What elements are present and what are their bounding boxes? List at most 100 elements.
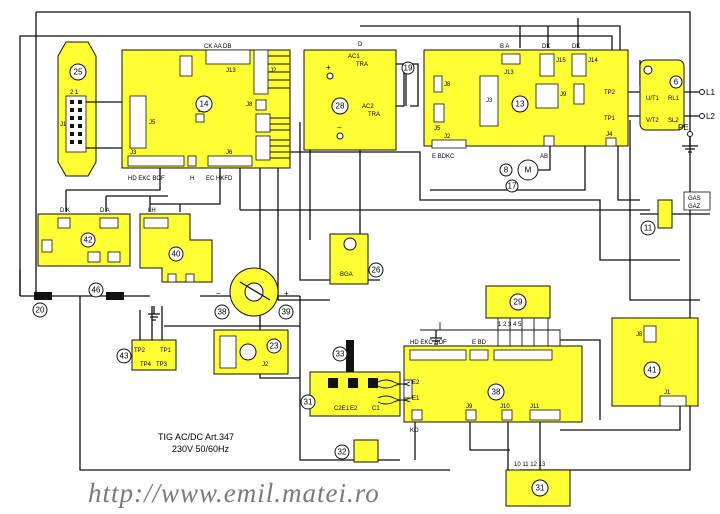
component-40: HD EKC BOF E BD 1 2 3 4 5 E2 E1 KO J9 J1…	[403, 322, 583, 434]
component-23: 23 J2	[213, 329, 289, 375]
model-voltage: 230V 50/60Hz	[172, 444, 230, 454]
label-42: 42	[84, 236, 93, 245]
connector-13-j3	[479, 75, 499, 127]
pin-row-29: 10 11 12 13	[514, 462, 546, 468]
connector-label-13-j15: J15	[556, 58, 566, 64]
twisted-pair-e2b	[377, 383, 411, 389]
pin-row-42-da: D A	[100, 208, 110, 214]
terminal-tp1-13: TP1	[604, 116, 616, 122]
label-23: 23	[270, 342, 279, 351]
connector-42-j4	[57, 217, 71, 229]
tp1-43: TP1	[160, 348, 172, 354]
connector-13-j2	[431, 139, 467, 149]
pin-row-40-ko: KO	[410, 428, 419, 434]
socket-inner-icon	[244, 282, 264, 302]
component-41: J8 J1 41	[611, 317, 699, 407]
connector-13-j9	[535, 83, 559, 109]
motor-label: M	[525, 166, 532, 175]
wire-14-42	[66, 168, 161, 191]
connector-40-j7	[469, 349, 489, 361]
pin-e2-40: E2	[412, 380, 420, 386]
inductor-46-icon	[106, 292, 124, 300]
connector-40-j3	[409, 349, 467, 361]
label-pe: PE	[678, 123, 689, 132]
pin-row-40-j2: 1 2 3 4 5	[498, 322, 522, 328]
connector-13-j13	[501, 53, 521, 65]
pin-row-14-j6: EC HKFD	[206, 176, 233, 182]
connector-41-j8	[643, 325, 657, 343]
label-43: 43	[120, 352, 129, 361]
label-circle-32	[334, 444, 350, 460]
label-circle-6	[669, 75, 683, 89]
wire-mid-right	[290, 151, 680, 261]
socket-plus: +	[284, 289, 289, 298]
label-11: 11	[644, 224, 653, 233]
label-circle-29	[531, 479, 549, 497]
label-26: 29	[514, 298, 523, 307]
label-circle-23	[266, 338, 282, 354]
connector-23-j1	[219, 335, 237, 369]
label-circle-22	[69, 63, 87, 81]
pin-label-22: 2 1	[70, 90, 79, 96]
igbt-31-term3	[368, 378, 378, 388]
connector-14-j5	[129, 95, 147, 149]
connector-40-j6	[403, 379, 413, 399]
connector-13-j1	[543, 135, 555, 147]
connector-39-j3	[167, 273, 177, 283]
label-40: 38	[492, 388, 501, 397]
pin-row-14-j13: CK AA DB	[204, 44, 231, 50]
terminal-u-t1: U/T1	[646, 96, 660, 102]
gas-label-box	[683, 191, 711, 211]
label-circle-31	[300, 394, 316, 410]
connector-40-j2	[493, 349, 553, 361]
connector-42-j5	[99, 217, 119, 229]
label-l2: L2	[706, 112, 715, 121]
connector-42-j3b	[107, 251, 121, 263]
pin-row-13-j2: E BDKC	[432, 154, 455, 160]
earth-ground-icon	[682, 136, 698, 153]
pin-row-40-j3: HD EKC BOF	[410, 340, 447, 346]
pin-h-14: H	[190, 176, 194, 182]
component-11: 11 GAS GAZ	[640, 191, 711, 236]
label-circle-46	[88, 282, 104, 298]
label-circle-40	[487, 383, 505, 401]
sensor-25-icon	[343, 237, 357, 251]
component-42: D K D A 42	[37, 208, 131, 267]
pin-row-14-j3: HD EKC BOF	[128, 176, 165, 182]
wire-pe-drop	[629, 120, 700, 301]
connector-label-13-j13: J13	[504, 70, 514, 76]
connector-label-14-j3: J3	[130, 150, 137, 156]
label-l1: L1	[706, 88, 715, 97]
pin-row-13-ba: B A	[500, 44, 509, 50]
connector-label-13-j4: J4	[606, 132, 613, 138]
label-circle-26	[509, 293, 527, 311]
connector-13-j15	[539, 53, 555, 77]
component-39: I H 40	[139, 208, 213, 283]
label-41: 41	[648, 366, 657, 375]
label-13: 13	[516, 100, 525, 109]
watermark-url: http://www.emil.matei.ro	[88, 478, 380, 508]
label-17: 17	[508, 182, 517, 191]
label-19: 19	[404, 64, 413, 73]
terminal-28-minus	[336, 132, 344, 140]
connector-14-j7	[195, 113, 205, 123]
wire-13-down	[430, 140, 586, 191]
component-14: J5 CK AA DB J13 J2 J8 J7 J3 HD EKC BOF J…	[121, 44, 291, 182]
terminal-28-plus	[326, 72, 334, 80]
terminal-pe-icon	[687, 131, 693, 137]
connector-14-j6	[207, 155, 253, 167]
wire-14-31	[259, 168, 300, 379]
label-circle-38b	[278, 304, 294, 320]
label-circle-20	[32, 302, 48, 318]
wire-j9	[469, 420, 510, 451]
inductor-20-icon	[34, 292, 52, 300]
label-circle-39	[168, 246, 184, 262]
connector-label-13-j8: J8	[444, 82, 451, 88]
connector-13-j6	[573, 83, 585, 105]
label-6: 6	[674, 78, 679, 87]
connector-40-j11	[529, 409, 561, 421]
component-32: 32	[334, 439, 379, 463]
component-13: J8 J5 J3 J2 E BDKC J13 B A J15 DK J14 DK…	[423, 44, 629, 160]
component-25: BGA 26	[329, 233, 384, 285]
